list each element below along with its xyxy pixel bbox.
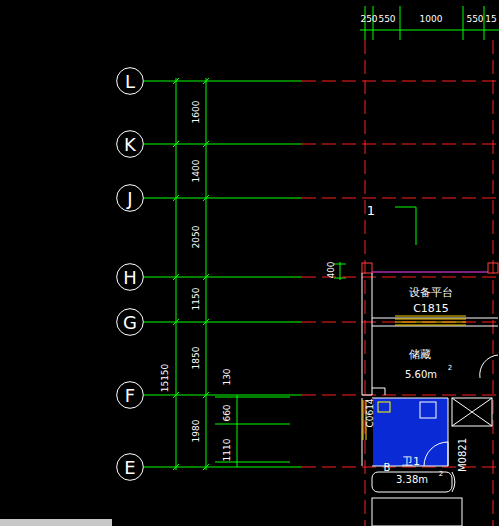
dimension: 1110: [223, 439, 232, 462]
dimension: 1850: [192, 347, 201, 370]
door-code: M0821: [458, 438, 468, 472]
dimension: 15: [485, 15, 496, 24]
tag: B: [384, 463, 391, 473]
dimension: 1600: [192, 101, 201, 124]
dimension: 1000: [420, 15, 443, 24]
axis-letter: E: [116, 453, 144, 481]
axis-letter: G: [116, 308, 144, 336]
dimension: 2050: [192, 226, 201, 249]
dim-tick: [173, 78, 179, 84]
dimension: 660: [223, 404, 232, 421]
window-code: C1815: [413, 303, 449, 314]
axis-bubble: G: [116, 308, 144, 336]
dimension: 250: [360, 15, 377, 24]
dim-tick: [173, 195, 179, 201]
axis-bubble: E: [116, 453, 144, 481]
dimension: 400: [327, 261, 336, 278]
room-name: 储藏: [409, 349, 431, 360]
dim-tick: [203, 141, 209, 147]
axis-bubble: L: [116, 67, 144, 95]
axis-letter: L: [116, 67, 144, 95]
dim-tick: [203, 195, 209, 201]
room-area: 3.38m: [396, 475, 428, 485]
dim-tick: [203, 319, 209, 325]
axis-bubble: H: [116, 263, 144, 291]
dimension: 550: [466, 15, 483, 24]
axis-letter: H: [116, 263, 144, 291]
superscript: 2: [439, 471, 443, 478]
axis-letter: J: [116, 184, 144, 212]
dimension: 550: [378, 15, 395, 24]
dim-tick: [173, 464, 179, 470]
dim-tick: [203, 78, 209, 84]
dimension: 1150: [192, 288, 201, 311]
room-name: 卫1: [402, 456, 420, 467]
dimension: 130: [223, 368, 232, 385]
superscript: 2: [448, 365, 452, 372]
dimension: 1980: [192, 420, 201, 443]
dim-tick: [203, 274, 209, 280]
axis-bubble: K: [116, 130, 144, 158]
window-code: C0614: [366, 398, 375, 427]
axis-bubble: J: [116, 184, 144, 212]
dimension: 1400: [192, 160, 201, 183]
callout-number: 1: [367, 204, 375, 217]
axis-letter: F: [116, 381, 144, 409]
dim-tick: [173, 319, 179, 325]
dim-tick: [173, 141, 179, 147]
room-area: 5.60m: [405, 370, 437, 380]
dim-tick: [173, 392, 179, 398]
dim-tick: [203, 392, 209, 398]
dim-tick: [173, 274, 179, 280]
room-name: 设备平台: [409, 287, 453, 298]
axis-bubble: F: [116, 381, 144, 409]
dim-tick: [203, 464, 209, 470]
dimension: 15150: [161, 364, 170, 393]
axis-letter: K: [116, 130, 144, 158]
